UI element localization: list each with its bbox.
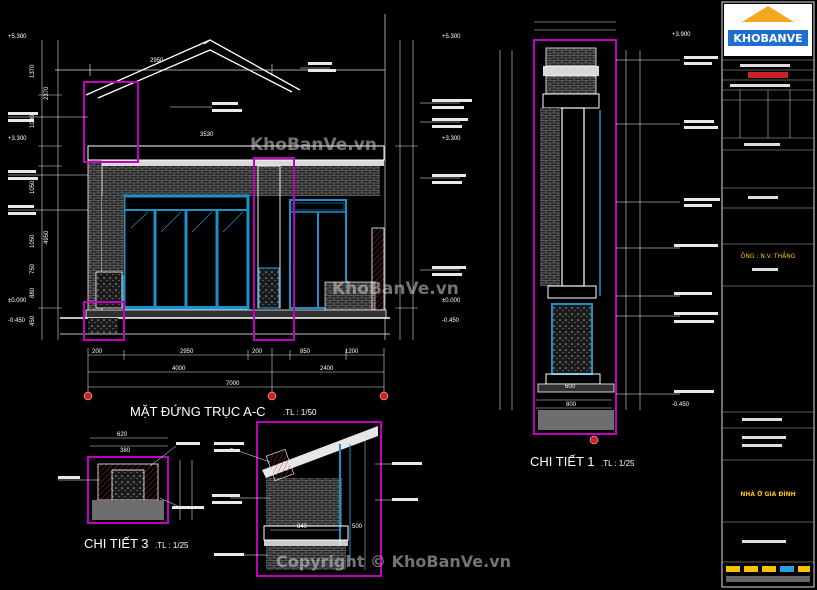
dim-roof-left: 2950 [150, 58, 164, 64]
dim-height-7: 750 [30, 263, 36, 274]
level-ground-right: ±0.000 [442, 298, 461, 304]
detail-1-callout [533, 39, 617, 435]
dim-height-1: 2370 [44, 86, 50, 100]
dim-height-3: 1000 [30, 114, 36, 128]
project-name: NHÀ Ở GIA ĐÌNH [740, 490, 795, 498]
level-ground-left: ±0.000 [8, 298, 27, 304]
detail-1-dim-2: 800 [566, 402, 577, 408]
title-block: KHOBANVE ÔNG : N.V. THẮNG NHÀ Ở GIA ĐÌNH [721, 1, 815, 588]
bottom-dimension-lines [87, 348, 385, 392]
elevation-view: +5.300 +3.300 ±0.000 -0.450 +5.300 +3.30… [8, 14, 472, 419]
dim-height-5: 4950 [44, 230, 50, 244]
dim-seg-2: 2950 [180, 349, 194, 355]
brick-wall-right-lower [324, 281, 376, 311]
lintel-band [88, 160, 384, 166]
detail-1-dim-1: 600 [565, 384, 576, 390]
level-mid-right: +3.300 [442, 136, 461, 142]
detail-2-dim-2: 500 [352, 524, 363, 530]
detail-2-callout [256, 421, 382, 577]
detail-3-scale: .TL : 1/25 [155, 541, 189, 550]
brick-wall-upper [100, 166, 380, 196]
detail-callouts [83, 81, 295, 341]
grid-axis-markers [83, 391, 389, 401]
dim-roof-right: 3530 [200, 132, 214, 138]
detail-3-view: 620 380 CHI TIẾT 3 .TL : 1/25 [58, 432, 204, 551]
detail-1-column-base [551, 303, 593, 375]
dim-span-right: 2400 [320, 366, 334, 372]
left-dimension-lines [38, 40, 62, 340]
elevation-title: MẶT ĐỨNG TRỤC A-C [130, 404, 266, 419]
watermark-top: KhoBanVe.vn [250, 135, 377, 155]
detail-3-callout [87, 456, 169, 524]
watermark-bottom: Copyright © KhoBanVe.vn [276, 552, 511, 571]
annotation-text-marks [8, 62, 472, 276]
watermark-mid: KhoBanVe.vn [332, 279, 459, 299]
foundation-left [88, 318, 118, 334]
glass-door-main [122, 194, 250, 311]
dim-seg-5: 1200 [345, 349, 359, 355]
detail-1-level-base: -0.450 [672, 402, 690, 408]
owner-name: ÔNG : N.V. THẮNG [741, 252, 796, 260]
detail-2-view: 840 500 [212, 421, 422, 577]
dim-span-left: 4000 [172, 366, 186, 372]
dim-seg-4: 850 [300, 349, 311, 355]
dim-seg-3: 200 [252, 349, 263, 355]
level-base-right: -0.450 [442, 318, 460, 324]
detail-3-title: CHI TIẾT 3 [84, 536, 149, 551]
watermarks: KhoBanVe.vn KhoBanVe.vn Copyright © KhoB… [250, 135, 511, 571]
dim-total-width: 7000 [226, 381, 240, 387]
detail-1-column-shaft [561, 107, 585, 287]
dim-height-2: 1370 [30, 64, 36, 78]
logo-text: KHOBANVE [733, 32, 802, 45]
dim-height-4: 1050 [30, 180, 36, 194]
level-top-left: +5.300 [8, 34, 27, 40]
detail-3-dim-1: 620 [117, 432, 128, 438]
level-base-left: -0.450 [8, 318, 26, 324]
brick-wall-left [102, 196, 124, 276]
roof-gable [85, 39, 301, 99]
right-dimension-lines [395, 40, 418, 340]
detail-1-level-top: +3.900 [672, 32, 691, 38]
level-top-right: +5.300 [442, 34, 461, 40]
annotation-leaders [8, 67, 460, 271]
detail-1-view: +3.900 -0.450 600 800 CHI TIẾT 1 .TL : 1… [499, 21, 720, 469]
level-mid-left: +3.300 [8, 136, 27, 142]
detail-3-dim-2: 380 [120, 448, 131, 454]
plinth [85, 309, 387, 319]
elevation-scale: .TL : 1/50 [283, 408, 317, 417]
detail-1-scale: .TL : 1/25 [601, 459, 635, 468]
dim-seg-1: 200 [92, 349, 103, 355]
dim-height-9: 450 [30, 315, 36, 326]
detail-2-dim-1: 840 [297, 524, 308, 530]
detail-1-title: CHI TIẾT 1 [530, 454, 595, 469]
column-middle-panel [258, 267, 280, 309]
dim-height-8: 880 [30, 287, 36, 298]
dim-height-6: 1050 [30, 234, 36, 248]
